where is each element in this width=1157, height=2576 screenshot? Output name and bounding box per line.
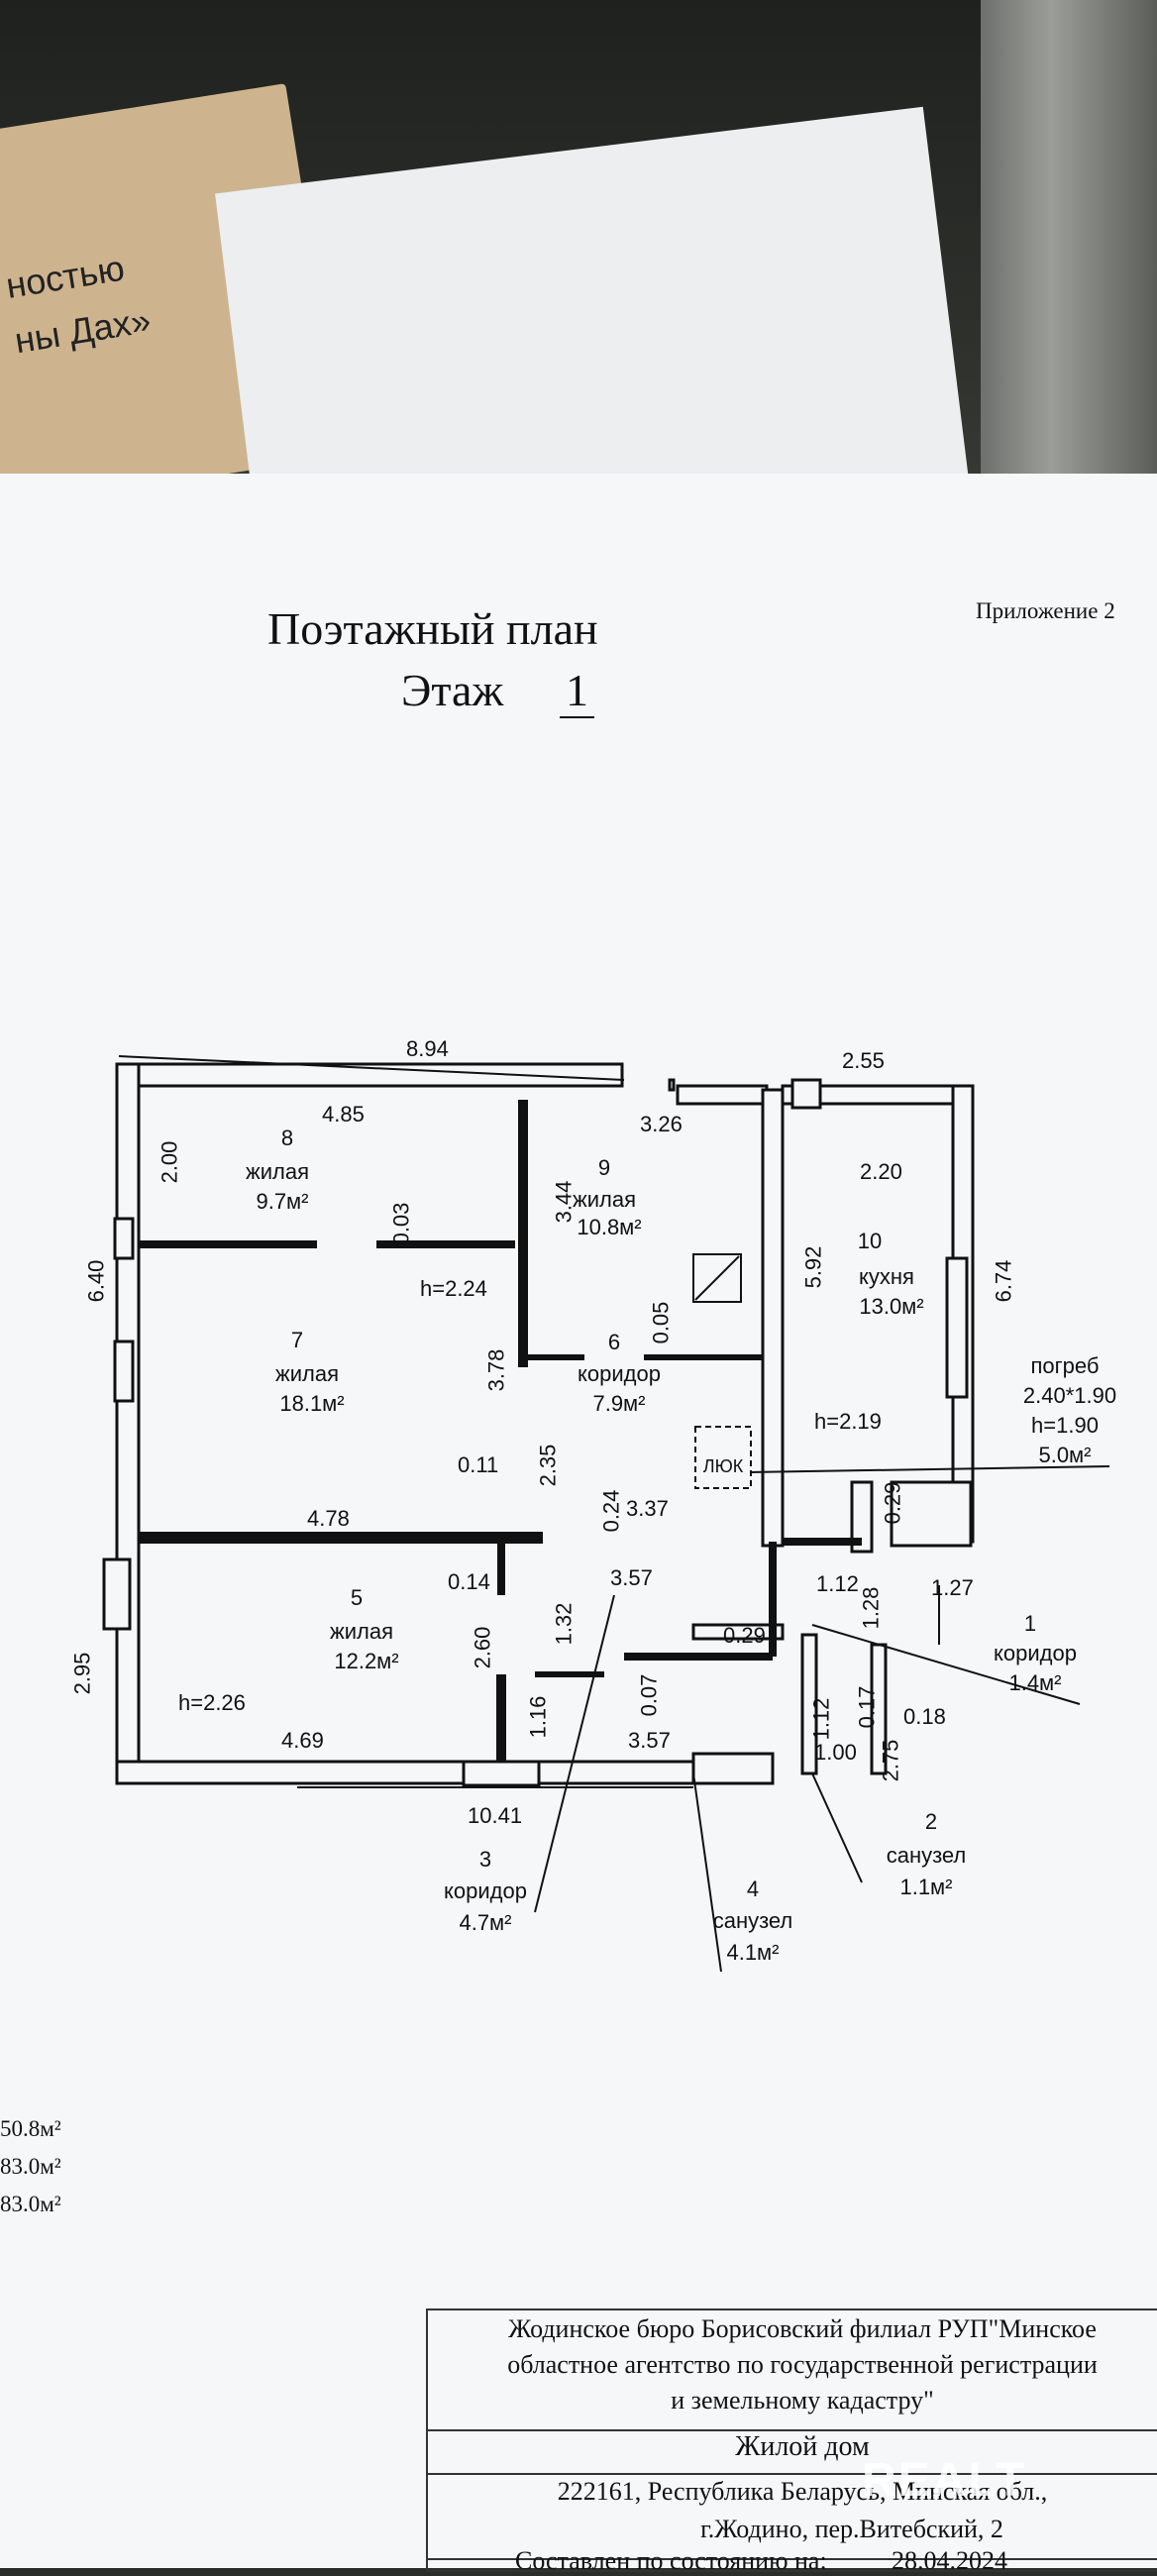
dim: 3.57 [610,1565,653,1590]
dim: 0.18 [903,1704,946,1729]
dim: 2.35 [535,1444,561,1487]
dim: 2.55 [842,1048,885,1073]
cellar-area: 5.0м² [1038,1443,1092,1467]
address-line-1: 222161, Республика Беларусь, Минская обл… [557,2477,1048,2506]
dim: 2.20 [860,1159,902,1184]
dim: 2.95 [69,1652,95,1695]
room-4-number: 4 [746,1877,760,1901]
state-label: Составлен по состоянию на: [515,2546,827,2575]
dim: 6.40 [83,1259,109,1303]
dim: 4.69 [281,1728,324,1753]
dim: 0.14 [448,1569,490,1594]
dim: 1.00 [814,1740,857,1765]
outer-wall-south [115,1760,703,1785]
room-1-number: 1 [1023,1611,1037,1636]
wall-kitchen-west [761,1088,785,1548]
total-area: 83.0м² [0,2192,61,2216]
dim: 0.24 [598,1489,624,1533]
dim: 1.32 [551,1602,577,1646]
plan-title: Поэтажный план [267,603,598,654]
dim: 0.29 [723,1623,766,1648]
room-6-area: 7.9м² [592,1391,646,1416]
room-8-name: жилая [246,1159,309,1184]
dim: 3.44 [551,1180,577,1224]
realt-watermark: REALT [862,2454,1027,2507]
room-8-number: 8 [280,1126,294,1150]
outer-wall-west [115,1062,141,1785]
room-6-number: 6 [607,1330,621,1354]
dim: 2.75 [878,1739,903,1782]
dim: 1.28 [858,1586,884,1630]
room-2-number: 2 [924,1809,938,1834]
cellar-hatch [694,1426,752,1489]
state-date: 28.04.2024 [892,2546,1007,2575]
dim: 2.60 [470,1626,495,1669]
room-10-name: кухня [859,1264,914,1289]
dim: 0.17 [854,1685,880,1729]
room-9-name: жилая [573,1187,636,1212]
room-4-area: 4.1м² [726,1940,780,1965]
org-line-2: областное агентство по государственной р… [507,2350,1098,2379]
org-line-3: и земельному кадастру" [671,2386,934,2415]
height-room-5: h=2.26 [178,1690,246,1715]
room-7-number: 7 [290,1328,304,1352]
appendix-label: Приложение 2 [976,598,1115,623]
dim: 10.41 [468,1803,523,1828]
dim: 3.78 [483,1348,509,1392]
room-10-number: 10 [857,1229,883,1253]
dim: 5.92 [800,1245,826,1289]
address-line-2: г.Жодино, пер.Витебский, 2 [700,2515,1003,2543]
cellar-size: 2.40*1.90 [1022,1383,1117,1408]
dim: 1.16 [525,1695,551,1739]
object-type: Жилой дом [735,2431,870,2462]
metal-frame [981,0,1157,555]
dim: 8.94 [406,1036,449,1061]
room-3-number: 3 [478,1847,492,1872]
dim: 1.12 [808,1697,834,1741]
dim: 3.26 [640,1112,683,1136]
dim: 4.85 [322,1102,365,1127]
room-4-name: санузел [712,1908,793,1933]
room-7-name: жилая [275,1361,339,1386]
total-area: 83.0м² [0,2154,61,2179]
room-2-area: 1.1м² [899,1875,953,1899]
room-5-area: 12.2м² [334,1649,399,1673]
dim: 3.57 [628,1728,671,1753]
room-9-number: 9 [597,1155,611,1180]
dim: 0.05 [648,1301,674,1344]
dim: 0.07 [636,1673,662,1717]
cellar-height: h=1.90 [1031,1413,1099,1438]
room-3-name: коридор [444,1878,527,1903]
room-1-name: коридор [994,1641,1077,1665]
room-5-number: 5 [350,1585,364,1610]
room-10-area: 13.0м² [859,1294,924,1319]
dim: 4.78 [307,1506,350,1531]
hatch-label: ЛЮК [702,1456,744,1476]
dim: 6.74 [991,1259,1016,1303]
dim: 0.03 [388,1202,414,1245]
dim: 0.29 [880,1481,905,1525]
dim: 0.11 [458,1452,499,1477]
height-room-10: h=2.19 [814,1409,882,1434]
room-8-area: 9.7м² [256,1189,309,1214]
room-5-name: жилая [330,1619,393,1644]
org-line-1: Жодинское бюро Борисовский филиал РУП"Ми… [508,2314,1097,2343]
dim: 1.27 [931,1575,974,1600]
height-room-7: h=2.24 [420,1276,487,1301]
floor-label: Этаж [401,665,504,715]
cellar-name: погреб [1030,1353,1100,1378]
floor-number: 1 [560,664,594,718]
room-9-area: 10.8м² [577,1215,642,1239]
room-6-name: коридор [578,1361,661,1386]
total-area: 50.8м² [0,2116,61,2141]
stove [692,1253,742,1303]
dim: 3.37 [626,1496,669,1521]
room-7-area: 18.1м² [279,1391,345,1416]
dim: 1.12 [816,1571,859,1596]
room-2-name: санузел [886,1843,967,1868]
room-3-area: 4.7м² [459,1910,512,1935]
dim: 2.00 [157,1140,182,1184]
room-1-area: 1.4м² [1008,1670,1062,1695]
